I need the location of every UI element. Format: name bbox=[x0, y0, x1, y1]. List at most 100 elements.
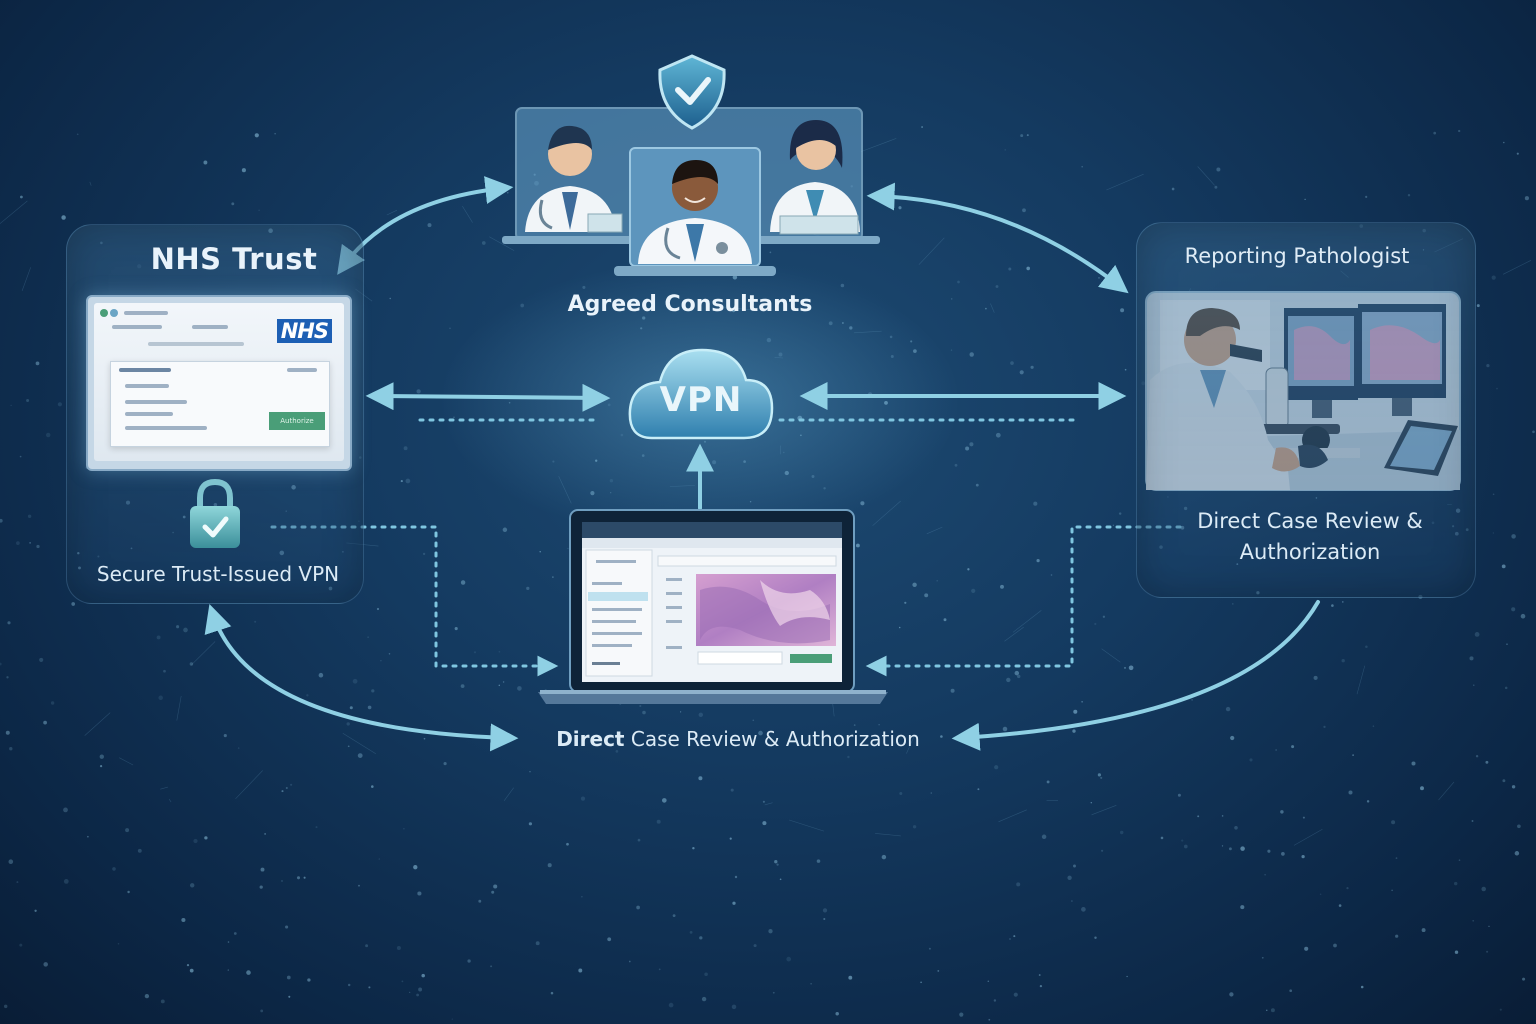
particle-dot bbox=[776, 863, 779, 866]
network-line bbox=[386, 209, 398, 216]
particle-dot bbox=[928, 947, 931, 950]
particle-dot bbox=[969, 442, 974, 447]
particle-dot bbox=[899, 792, 903, 795]
network-line bbox=[1091, 805, 1117, 816]
particle-dot bbox=[1013, 935, 1016, 938]
network-line bbox=[1438, 781, 1455, 801]
particle-dot bbox=[241, 168, 246, 173]
particle-dot bbox=[189, 968, 194, 973]
network-line bbox=[1101, 648, 1121, 663]
particle-dot bbox=[443, 762, 447, 766]
particle-dot bbox=[460, 684, 465, 688]
particle-dot bbox=[1517, 824, 1521, 829]
particle-dot bbox=[71, 602, 76, 606]
particle-dot bbox=[189, 883, 195, 888]
particle-dot bbox=[752, 719, 755, 722]
particle-dot bbox=[27, 514, 32, 519]
particle-dot bbox=[1160, 836, 1164, 840]
particle-dot bbox=[779, 878, 782, 881]
particle-dot bbox=[1013, 992, 1018, 997]
particle-dot bbox=[35, 361, 40, 366]
particle-dot bbox=[758, 730, 763, 736]
authorize-button[interactable]: Authorize bbox=[269, 412, 325, 430]
particle-dot bbox=[281, 790, 284, 793]
particle-dot bbox=[898, 206, 902, 210]
particle-dot bbox=[498, 684, 501, 687]
arrow-nhs-consultants bbox=[337, 176, 514, 275]
particle-dot bbox=[1352, 754, 1354, 756]
particle-dot bbox=[936, 580, 938, 582]
particle-dot bbox=[547, 863, 552, 868]
particle-dot bbox=[1289, 989, 1293, 993]
particle-dot bbox=[853, 724, 856, 726]
particle-dot bbox=[34, 909, 37, 912]
network-line bbox=[906, 735, 915, 754]
particle-dot bbox=[1126, 975, 1128, 978]
particle-dot bbox=[950, 298, 953, 300]
particle-dot bbox=[1221, 845, 1224, 847]
particle-dot bbox=[1249, 758, 1253, 762]
particle-dot bbox=[1010, 361, 1014, 365]
network-line bbox=[1012, 610, 1042, 633]
network-line bbox=[860, 138, 897, 152]
particle-dot bbox=[57, 402, 63, 407]
particle-dot bbox=[10, 404, 12, 407]
particle-dot bbox=[43, 720, 47, 725]
particle-dot bbox=[1511, 785, 1516, 789]
particle-dot bbox=[341, 550, 344, 553]
particle-dot bbox=[176, 625, 180, 629]
particle-dot bbox=[1016, 674, 1021, 679]
particle-dot bbox=[1304, 946, 1309, 951]
particle-dot bbox=[1100, 776, 1103, 779]
particle-dot bbox=[774, 860, 778, 864]
particle-dot bbox=[636, 905, 640, 910]
particle-dot bbox=[1291, 745, 1295, 749]
particle-dot bbox=[1486, 363, 1490, 368]
particle-dot bbox=[1004, 149, 1006, 151]
particle-dot bbox=[1418, 594, 1423, 599]
network-line bbox=[998, 809, 1027, 823]
particle-dot bbox=[786, 956, 792, 962]
particle-dot bbox=[1514, 851, 1520, 856]
particle-dot bbox=[1454, 531, 1459, 536]
particle-dot bbox=[1006, 677, 1011, 683]
particle-dot bbox=[307, 978, 311, 982]
particle-dot bbox=[100, 241, 103, 245]
particle-dot bbox=[1275, 749, 1277, 751]
particle-dot bbox=[1214, 185, 1218, 189]
particle-dot bbox=[1094, 936, 1097, 940]
particle-dot bbox=[1492, 493, 1495, 496]
particle-dot bbox=[1033, 501, 1038, 506]
particle-dot bbox=[1516, 152, 1519, 155]
particle-dot bbox=[615, 750, 619, 753]
particle-dot bbox=[539, 550, 541, 553]
particle-dot bbox=[43, 962, 48, 967]
particle-dot bbox=[233, 932, 237, 935]
particle-dot bbox=[203, 160, 208, 165]
network-line bbox=[168, 798, 172, 803]
particle-dot bbox=[268, 228, 273, 233]
particle-dot bbox=[1098, 277, 1100, 279]
particle-dot bbox=[940, 735, 943, 738]
particle-dot bbox=[1341, 659, 1345, 663]
particle-dot bbox=[137, 848, 142, 853]
nhs-portal-screen: NHS Authorize bbox=[86, 295, 352, 471]
network-line bbox=[1106, 173, 1144, 191]
laptop-caption-rest: Case Review & Authorization bbox=[624, 727, 920, 751]
particle-dot bbox=[306, 694, 309, 697]
particle-dot bbox=[1458, 129, 1461, 133]
particle-dot bbox=[1458, 859, 1461, 861]
particle-dot bbox=[1216, 167, 1221, 172]
particle-dot bbox=[1304, 198, 1306, 201]
particle-dot bbox=[1014, 670, 1020, 676]
particle-dot bbox=[1230, 735, 1235, 741]
particle-dot bbox=[921, 126, 924, 128]
particle-dot bbox=[637, 838, 641, 842]
arrow-pathologist-bottom bbox=[951, 600, 1320, 751]
particle-dot bbox=[1038, 974, 1041, 976]
particle-dot bbox=[993, 999, 997, 1002]
particle-dot bbox=[380, 659, 382, 662]
particle-dot bbox=[491, 890, 495, 894]
particle-dot bbox=[99, 764, 103, 768]
particle-dot bbox=[1454, 950, 1459, 954]
